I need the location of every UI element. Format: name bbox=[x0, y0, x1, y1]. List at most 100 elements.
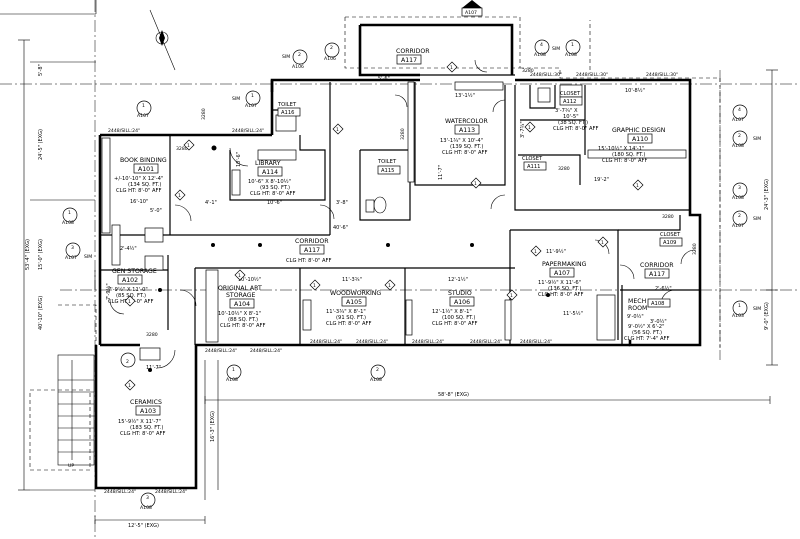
dimension: 7'-9½" bbox=[105, 283, 112, 300]
sim-label: SIM bbox=[552, 46, 560, 52]
door-tag: 3280 bbox=[176, 146, 188, 152]
dimension: 2'-4½" bbox=[120, 245, 137, 252]
room-ceiling: CLG HT: 8'-0" AFF bbox=[116, 188, 162, 194]
room-area: (183 SQ. FT.) bbox=[130, 425, 163, 431]
section-marker-icon: 4 A107 bbox=[732, 104, 748, 123]
keynote-markers: 1 1 1 1 1 1 1 1 1 1 1 1 1 1 1 bbox=[124, 61, 644, 391]
detail-num: 1 bbox=[251, 93, 254, 99]
room-size: 13'-1¾" X 10'-4" bbox=[440, 138, 483, 144]
room-size: 11'-9½" X 11'-6" bbox=[538, 279, 581, 286]
walls bbox=[94, 23, 702, 490]
detail-num: 2 bbox=[126, 359, 129, 365]
room-name: WOODWORKING bbox=[330, 290, 381, 297]
detail-num: 1 bbox=[571, 42, 574, 48]
door-tag: 3280 bbox=[558, 166, 570, 172]
section-markers: A107 2 A106 2 A106 4 A108 1 A108 1 A107 bbox=[62, 0, 748, 511]
room-size: +/-10'-10" X 12'-4" bbox=[114, 176, 163, 182]
door-tag: 3280 bbox=[400, 128, 406, 140]
room-size: 12'-1½" X 8'-1" bbox=[432, 308, 472, 315]
room-number-box bbox=[377, 165, 401, 175]
detail-num: 1 bbox=[68, 210, 71, 216]
dimension: 10'-6" bbox=[267, 200, 282, 206]
detail-num: 2 bbox=[376, 367, 379, 373]
room-ceiling: CLG HT: 8'-0" AFF bbox=[326, 321, 372, 327]
dimension: 11'-7" bbox=[146, 365, 161, 371]
stair-up-label: UP bbox=[68, 463, 74, 469]
fixtures bbox=[101, 81, 687, 372]
section-marker-icon: 3 A108 bbox=[732, 182, 748, 201]
room-area: (100 SQ. FT.) bbox=[442, 315, 475, 321]
dashed-outlines bbox=[29, 16, 721, 471]
sim-label: SIM bbox=[84, 254, 92, 260]
room-number-box bbox=[277, 107, 301, 117]
room-ceiling: CLG HT: 8'-0" AFF bbox=[120, 431, 166, 437]
sheet-ref: A106 bbox=[292, 64, 304, 70]
dimension: 3'-8" bbox=[336, 200, 348, 206]
room-number-box bbox=[549, 267, 575, 278]
room-number-box bbox=[659, 237, 683, 247]
room-name: CLOSET bbox=[560, 91, 581, 97]
window-tag: 2448/SILL:24" bbox=[104, 489, 136, 495]
room-number-box bbox=[647, 298, 671, 308]
room-size: 15'-10½" X 14'-1" bbox=[598, 145, 644, 152]
dimension: 40'-10" (EXG) bbox=[38, 296, 44, 330]
window-tag: 2448/SILL:24" bbox=[520, 339, 552, 345]
keynote-num: 1 bbox=[238, 273, 241, 279]
detail-num: 1 bbox=[232, 367, 235, 373]
room-number-box bbox=[135, 405, 161, 416]
window-tag: 2448/SILL:24" bbox=[155, 489, 187, 495]
sheet-ref: A107 bbox=[732, 117, 744, 123]
room-ceiling: CLG HT: 8'-0" AFF bbox=[432, 321, 478, 327]
room-number-box bbox=[523, 161, 547, 171]
keynote-icon: 1 bbox=[632, 179, 644, 191]
keynote-num: 1 bbox=[510, 293, 513, 299]
room-ceiling: CLG HT: 8'-0" AFF bbox=[553, 126, 599, 132]
dimension: 11'-9½" bbox=[546, 248, 566, 255]
sheet-ref: A108 bbox=[370, 377, 382, 383]
room-number: A103 bbox=[140, 408, 156, 415]
room-area: (38 SQ. FT.) bbox=[558, 120, 588, 126]
keynote-num: 1 bbox=[474, 181, 477, 187]
window-tag: 2448/SILL:30" bbox=[646, 72, 678, 78]
keynote-num: 1 bbox=[534, 249, 537, 255]
room-name: PAPERMAKING bbox=[542, 261, 587, 268]
room-name: CLOSET bbox=[660, 232, 681, 238]
dimension: 11'-5½" bbox=[563, 310, 583, 317]
sheet-ref: A108 bbox=[732, 143, 744, 149]
keynote-num: 1 bbox=[636, 183, 639, 189]
sheet-ref: A107 bbox=[137, 113, 149, 119]
section-marker-icon: A107 bbox=[461, 0, 483, 17]
detail-num: 4 bbox=[738, 107, 741, 113]
window-tag: 2448/SILL:24" bbox=[108, 128, 140, 134]
sim-label: SIM bbox=[753, 306, 761, 312]
window-tag: 2448/SILL:24" bbox=[356, 339, 388, 345]
room-area: (93 SQ. FT.) bbox=[260, 185, 290, 191]
room-number: A109 bbox=[663, 240, 676, 246]
room-area: (139 SQ. FT.) bbox=[450, 144, 483, 150]
room-number-box bbox=[257, 166, 283, 177]
door-tag: 3280 bbox=[692, 243, 698, 255]
section-marker-icon: 1 A107 bbox=[245, 90, 261, 109]
room-name: CORRIDOR bbox=[640, 262, 674, 269]
dimension-labels: 5'-6" 13'-1½" 10'-8½" 10'-6" 16'-10" 3'-… bbox=[25, 64, 770, 529]
sim-label: SIM bbox=[282, 54, 290, 60]
room-number: A113 bbox=[459, 127, 475, 134]
room-area: (136 SQ. FT.) bbox=[548, 286, 581, 292]
dimension: 3'-0½" bbox=[650, 318, 667, 325]
section-marker-icon: 1 A108 bbox=[226, 364, 242, 383]
keynote-num: 1 bbox=[336, 127, 339, 133]
section-marker-icon: 1 A108 bbox=[62, 207, 78, 226]
sheet-ref: A103 bbox=[732, 313, 744, 319]
room-area: (88 SQ. FT.) bbox=[228, 317, 258, 323]
dimension: 9'-0½" bbox=[627, 313, 644, 320]
dimension: 19'-2" bbox=[594, 177, 609, 183]
window-tag: 2448/SILL:24" bbox=[470, 339, 502, 345]
room-number: A117 bbox=[401, 57, 417, 64]
keynote-icon: 1 bbox=[384, 279, 396, 291]
dimension: 4'-1" bbox=[205, 200, 217, 206]
dimension: 24'-5" (EXG) bbox=[38, 129, 44, 160]
keynote-icon: 1 bbox=[506, 289, 518, 301]
sheet-ref: A107 bbox=[65, 255, 77, 261]
dimension: 3'-7¾" bbox=[520, 121, 526, 138]
detail-num: 2 bbox=[298, 52, 301, 58]
